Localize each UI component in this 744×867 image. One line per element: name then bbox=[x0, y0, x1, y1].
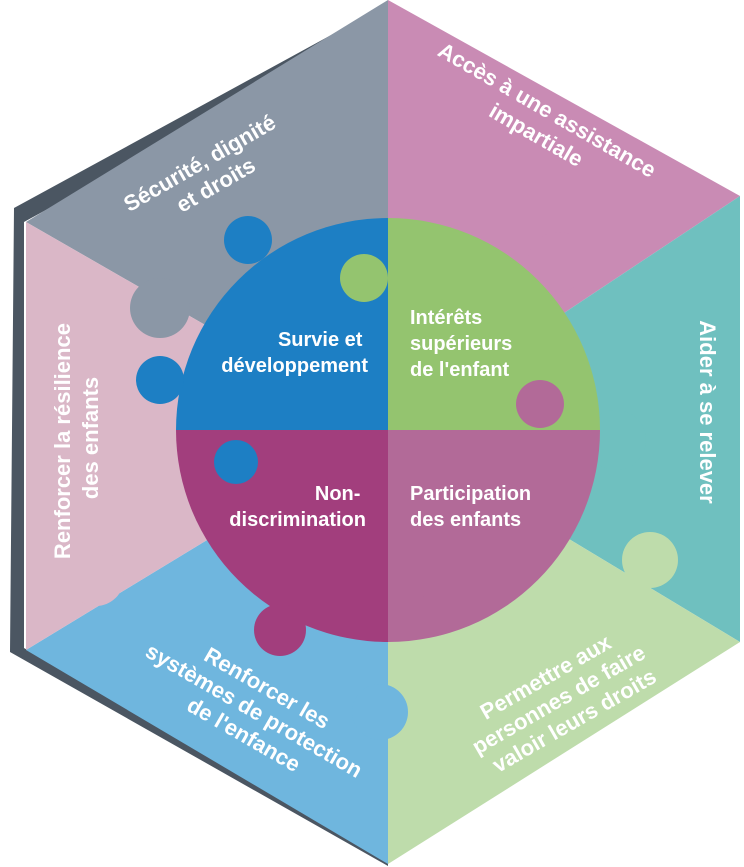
inner-knob-right bbox=[516, 380, 564, 428]
inner-knob-left bbox=[136, 356, 184, 404]
outer-label-resilience: Renforcer la résilience des enfants bbox=[50, 317, 103, 559]
inner-label-survival-line-1: Survie et bbox=[278, 329, 363, 351]
inner-circle bbox=[136, 216, 600, 656]
inner-knob-blue-bottom bbox=[214, 440, 258, 484]
inner-quadrant-non-discrimination bbox=[176, 430, 388, 642]
inner-label-non-discrimination: Non- discrimination bbox=[229, 483, 366, 531]
inner-knob-bottom bbox=[254, 604, 306, 656]
inner-quadrant-participation bbox=[388, 430, 600, 642]
inner-label-best-interests-line-3: de l'enfant bbox=[410, 359, 510, 381]
inner-label-participation-line-2: des enfants bbox=[410, 509, 521, 531]
inner-quadrant-survival bbox=[176, 218, 388, 430]
inner-label-non-discrimination-line-1: Non- bbox=[315, 483, 361, 505]
inner-label-best-interests-line-1: Intérêts bbox=[410, 307, 482, 329]
inner-label-survival: Survie et développement bbox=[221, 329, 368, 377]
inner-quadrant-best-interests bbox=[388, 218, 600, 430]
puzzle-tab-top-right bbox=[528, 232, 588, 292]
puzzle-tab-right bbox=[586, 410, 646, 470]
inner-label-non-discrimination-line-2: discrimination bbox=[229, 509, 366, 531]
inner-label-best-interests-line-2: supérieurs bbox=[410, 333, 512, 355]
puzzle-tab-bottom-left bbox=[352, 684, 408, 740]
puzzle-tab-bottom-right bbox=[622, 532, 678, 588]
puzzle-tab-top-left bbox=[130, 278, 190, 338]
outer-label-resilience-line-1: Renforcer la résilience bbox=[50, 323, 75, 559]
outer-label-recovery-line-1: Aider à se relever bbox=[695, 320, 720, 504]
puzzle-tab-left bbox=[68, 550, 124, 606]
outer-label-recovery: Aider à se relever bbox=[695, 320, 720, 504]
inner-knob-top bbox=[224, 216, 272, 264]
outer-label-resilience-line-2: des enfants bbox=[78, 377, 103, 499]
inner-label-survival-line-2: développement bbox=[221, 355, 368, 377]
inner-label-participation-line-1: Participation bbox=[410, 483, 531, 505]
inner-label-best-interests: Intérêts supérieurs de l'enfant bbox=[410, 307, 518, 381]
inner-label-participation: Participation des enfants bbox=[410, 483, 537, 531]
inner-knob-bottom-right bbox=[390, 556, 434, 600]
inner-knob-green bbox=[340, 254, 388, 302]
